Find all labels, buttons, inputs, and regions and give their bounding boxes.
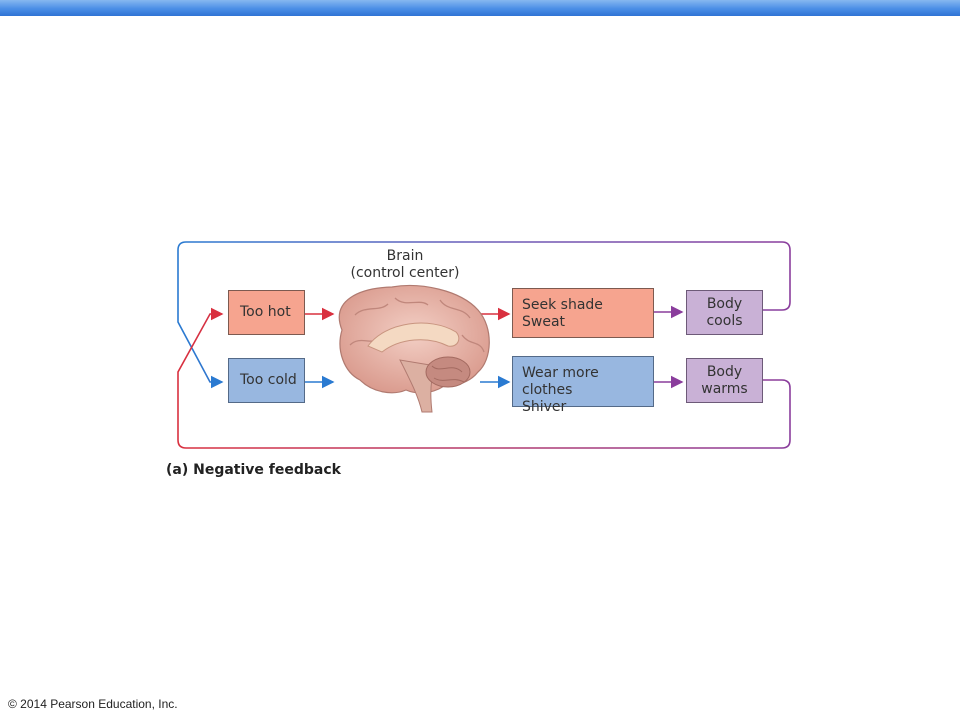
hot-response-line-2: Sweat [522,314,566,330]
brain-label-line-1: Brain [386,248,424,264]
too-cold-box: Too cold [228,358,305,403]
feedback-loop-warms [177,307,791,449]
top-title-bar [0,0,960,16]
brain-label-line-2: (control center) [350,265,460,281]
too-hot-label: Too hot [240,304,291,320]
body-cools-box: Body cools [686,290,763,335]
body-warms-line-1: Body [706,364,743,380]
copyright-notice: © 2014 Pearson Education, Inc. [8,697,178,711]
cold-response-line-1: Wear more clothes [522,365,599,398]
feedback-loop-cools [177,241,791,389]
hot-response-box: Seek shade Sweat [512,288,654,338]
figure-caption: (a) Negative feedback [166,462,341,478]
too-cold-label: Too cold [240,372,297,388]
body-warms-line-2: warms [701,381,748,397]
too-hot-box: Too hot [228,290,305,335]
cold-response-box: Wear more clothes Shiver [512,356,654,415]
body-cools-line-1: Body [706,296,743,312]
body-warms-box: Body warms [686,358,763,403]
hot-response-line-1: Seek shade [522,297,603,313]
body-cools-line-2: cools [706,313,743,329]
brain-illustration [338,284,490,413]
cold-response-line-2: Shiver [522,399,567,415]
brain-label: Brain (control center) [340,248,470,282]
